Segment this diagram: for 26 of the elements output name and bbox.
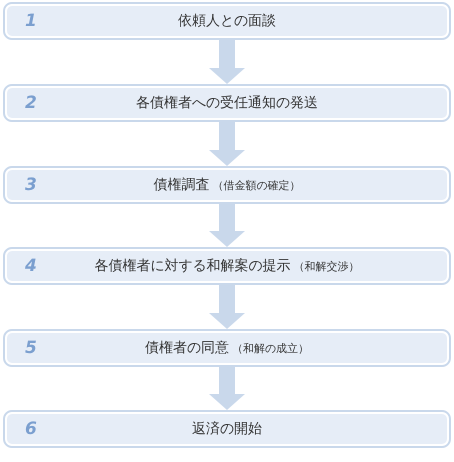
step-box	[3, 2, 451, 40]
step-label: 返済の開始	[192, 420, 262, 438]
step-number: 2	[25, 93, 37, 113]
step-label: 債権調査	[154, 176, 210, 194]
step-label: 依頼人との面談	[178, 12, 276, 30]
step-box	[3, 247, 451, 285]
step-number: 5	[25, 338, 37, 358]
down-arrow	[209, 285, 245, 329]
down-arrow	[209, 204, 245, 247]
step-box	[3, 166, 451, 204]
step-number: 3	[25, 175, 37, 195]
down-arrow	[209, 40, 245, 84]
step-box	[3, 329, 451, 367]
step-note: （和解交渉）	[294, 258, 360, 274]
step-number: 1	[25, 11, 37, 31]
down-arrow	[209, 367, 245, 410]
step-label: 各債権者に対する和解案の提示	[94, 257, 290, 275]
down-arrow	[209, 122, 245, 166]
step-label: 債権者の同意	[145, 339, 229, 357]
step-number: 4	[25, 256, 37, 276]
step-number: 6	[25, 419, 37, 439]
step-label: 各債権者への受任通知の発送	[136, 94, 318, 112]
step-box	[3, 410, 451, 448]
step-note: （和解の成立）	[232, 340, 309, 356]
step-box	[3, 84, 451, 122]
step-note: （借金額の確定）	[212, 178, 300, 192]
